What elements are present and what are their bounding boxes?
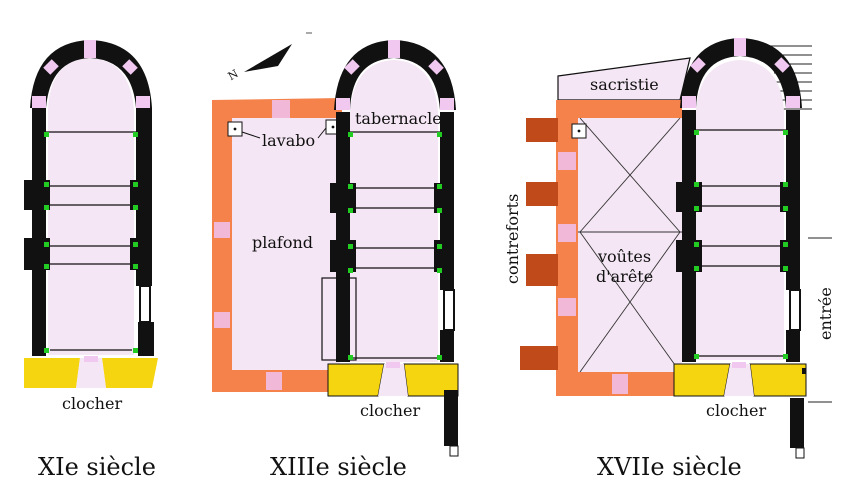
left-wall <box>336 112 350 362</box>
pilaster <box>780 240 790 272</box>
pilaster <box>434 183 444 213</box>
bell-tower-wall <box>444 390 458 446</box>
pier-markers <box>44 132 138 353</box>
right-wall <box>789 289 801 331</box>
label-plafond: plafond <box>252 233 313 252</box>
bay-lines <box>46 131 136 351</box>
pier-markers <box>694 130 788 359</box>
pilaster <box>130 238 140 270</box>
plan-17th-century: sacristie contreforts voûtes d'arête ent… <box>503 38 835 481</box>
bell-tower-wall <box>795 447 805 459</box>
apse-openings <box>682 38 800 108</box>
groin-vault-lines <box>578 117 682 373</box>
label-sacristie: sacristie <box>590 75 659 94</box>
apse-wall <box>334 40 456 110</box>
bell-tower <box>327 362 459 397</box>
label-voutes-line1: voûtes <box>597 247 651 266</box>
apse-opening <box>43 59 59 75</box>
left-wall <box>682 110 696 362</box>
north-arrow: N <box>226 32 312 83</box>
left-wall <box>32 108 46 356</box>
label-voutes-line2: d'arête <box>596 267 653 286</box>
pilaster <box>780 182 790 212</box>
apse-wall <box>30 40 152 108</box>
north-arrow-icon <box>244 44 292 72</box>
label-entree: entrée <box>816 287 835 340</box>
bay-lines <box>696 129 786 357</box>
right-wall <box>440 330 454 362</box>
bell-tower-wall <box>449 445 459 457</box>
bell-tower <box>24 356 158 388</box>
plan-title-xvii: XVIIe siècle <box>597 453 742 481</box>
nave-floor <box>350 60 438 362</box>
label-clocher: clocher <box>360 401 420 420</box>
apse-opening <box>136 96 150 108</box>
added-wall-openings <box>214 100 290 390</box>
apse-wall <box>680 38 802 108</box>
north-label: N <box>226 67 241 83</box>
chapel-floor <box>578 116 682 374</box>
apse-opening <box>122 59 138 75</box>
pilaster <box>130 180 140 210</box>
bell-tower <box>673 362 807 397</box>
apse-openings <box>336 40 454 110</box>
label-contreforts: contreforts <box>503 194 522 284</box>
apse-opening <box>84 40 96 58</box>
buttresses <box>520 118 558 370</box>
pilaster <box>434 240 444 272</box>
nave-floor <box>696 60 784 360</box>
plan-13th-century: lavabo tabernacle plafond clocher XIIIe … <box>212 40 459 481</box>
label-tabernacle: tabernacle <box>355 109 442 128</box>
added-wall-openings <box>558 152 628 394</box>
right-wall <box>786 330 800 362</box>
apse-opening <box>32 96 46 108</box>
pier-markers <box>348 132 442 360</box>
bell-tower-wall <box>790 398 804 448</box>
added-wall <box>212 98 342 392</box>
label-lavabo: lavabo <box>262 131 315 150</box>
plan-11th-century: clocher XIe siècle <box>24 40 158 481</box>
right-wall <box>443 289 455 331</box>
nave-floor <box>48 58 134 355</box>
right-wall <box>138 322 154 356</box>
plan-title-xiii: XIIIe siècle <box>270 453 407 481</box>
right-wall <box>139 285 151 323</box>
passage-frame <box>321 277 357 361</box>
bay-lines <box>350 131 440 359</box>
plan-title-xi: XIe siècle <box>38 453 156 481</box>
label-clocher: clocher <box>706 401 766 420</box>
label-clocher: clocher <box>62 394 122 413</box>
added-wall <box>556 100 682 396</box>
